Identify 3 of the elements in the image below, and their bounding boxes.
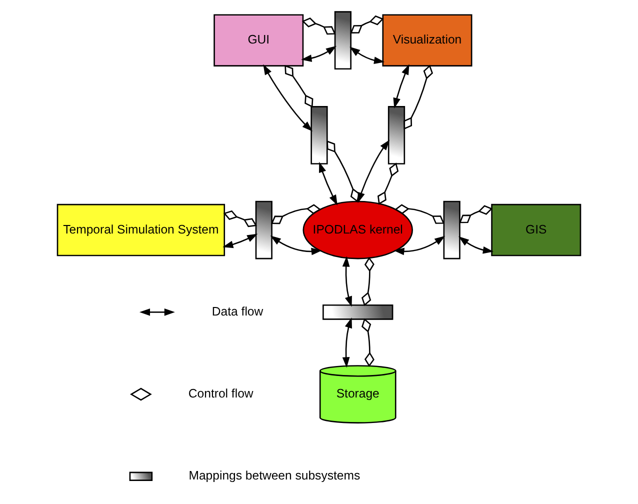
legend-label: Data flow: [212, 304, 264, 318]
legend-label: Control flow: [188, 386, 254, 401]
legend-label: Mappings between subsystems: [188, 468, 360, 483]
